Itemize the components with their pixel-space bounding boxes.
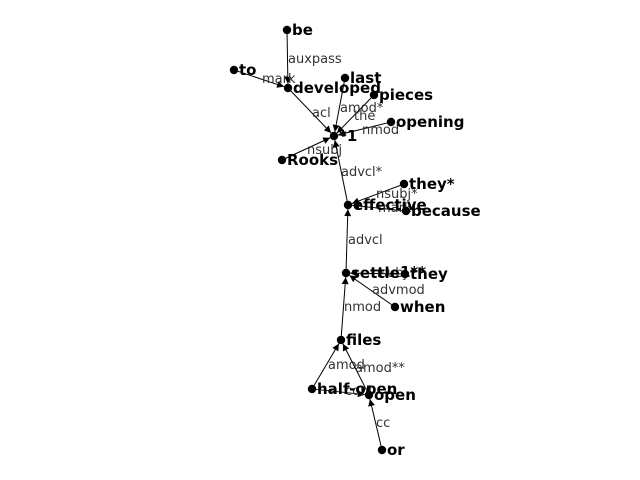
edge-label: advmod — [372, 283, 425, 298]
node-label: settle — [351, 264, 400, 282]
node-dot — [283, 83, 293, 93]
edge-they-to-settle — [350, 269, 401, 277]
edge-settle-to-effective — [344, 209, 352, 269]
node-label: Rooks — [287, 151, 338, 169]
node-open: open — [364, 386, 416, 404]
node-dot — [277, 155, 287, 165]
node-dot — [369, 90, 379, 100]
edge-they_star-to-effective — [351, 185, 401, 205]
edge-label: amod* — [340, 101, 384, 116]
edge-label: cc — [376, 416, 390, 431]
edge-opening-to-root — [337, 122, 388, 137]
node-label: when — [400, 298, 445, 316]
node-root: *1 — [329, 127, 357, 145]
edge-last-to-root — [332, 82, 345, 132]
node-dot — [229, 65, 239, 75]
edge-label: amod** — [355, 361, 405, 376]
node-half_open: half-open — [307, 380, 397, 398]
node-files: files — [336, 331, 381, 349]
node-developed: developed — [283, 79, 381, 97]
node-label: to — [239, 61, 256, 79]
node-label: pieces — [379, 86, 433, 104]
edge-when-to-settle — [349, 274, 392, 306]
edge-pieces-to-root — [336, 97, 372, 134]
node-settle: settle — [341, 264, 400, 282]
edge-label: advcl* — [341, 165, 383, 180]
node-label: half-open — [317, 380, 397, 398]
node-label: developed — [293, 79, 381, 97]
edge-files-to-settle — [340, 277, 349, 336]
node-dot — [401, 206, 411, 216]
edge-rooks-to-root — [285, 137, 331, 159]
edge-to-to-developed — [237, 70, 285, 88]
edge-be-to-developed — [284, 34, 292, 84]
edge-label: nsubj* — [376, 187, 418, 202]
node-opening: opening — [386, 113, 464, 131]
node-or: or — [377, 441, 405, 459]
edge-because-to-effective — [352, 202, 402, 212]
node-because: because — [401, 202, 481, 220]
edge-half_open-to-open — [316, 388, 365, 398]
node-dot — [400, 269, 410, 279]
node-rooks: Rooks — [277, 151, 338, 169]
edge-effective-to-root — [332, 140, 348, 201]
node-label: open — [374, 386, 416, 404]
edge-open-to-files — [342, 343, 368, 392]
edge-label: the — [354, 109, 375, 124]
edge-label: nmod — [362, 123, 399, 138]
node-to: to — [229, 61, 256, 79]
edge-half_open-to-files — [313, 343, 340, 386]
node-dot — [329, 131, 339, 141]
node-dot — [364, 390, 374, 400]
node-label: they* — [409, 175, 455, 193]
node-dot — [282, 25, 292, 35]
node-dot — [340, 73, 350, 83]
node-last: last — [340, 69, 381, 87]
node-they_star: they* — [399, 175, 455, 193]
node-dot — [336, 335, 346, 345]
edge-developed-to-root — [290, 90, 332, 134]
edge-label: advcl — [348, 233, 383, 248]
node-dot — [341, 268, 351, 278]
node-dot — [390, 302, 400, 312]
edge-label: nmod — [344, 300, 381, 315]
node-label: or — [387, 441, 405, 459]
edge-label: acl — [312, 106, 331, 121]
node-dot — [377, 445, 387, 455]
node-dot — [399, 179, 409, 189]
node-dot — [386, 117, 396, 127]
node-be: be — [282, 21, 313, 39]
edge-label: auxpass — [288, 52, 342, 67]
node-label: last — [350, 69, 381, 87]
node-dot — [307, 384, 317, 394]
node-they: they — [400, 265, 448, 283]
edge-or-to-open — [368, 398, 382, 447]
node-label: opening — [396, 113, 464, 131]
node-label: be — [292, 21, 313, 39]
edge-label: nsubj — [372, 266, 407, 281]
node-label: because — [411, 202, 481, 220]
node-pieces: pieces — [369, 86, 433, 104]
node-label: files — [346, 331, 381, 349]
node-label: they — [410, 265, 448, 283]
node-dot — [343, 200, 353, 210]
node-label: *1 — [339, 127, 357, 145]
edge-label: mark — [262, 72, 296, 87]
node-when: when — [390, 298, 445, 316]
